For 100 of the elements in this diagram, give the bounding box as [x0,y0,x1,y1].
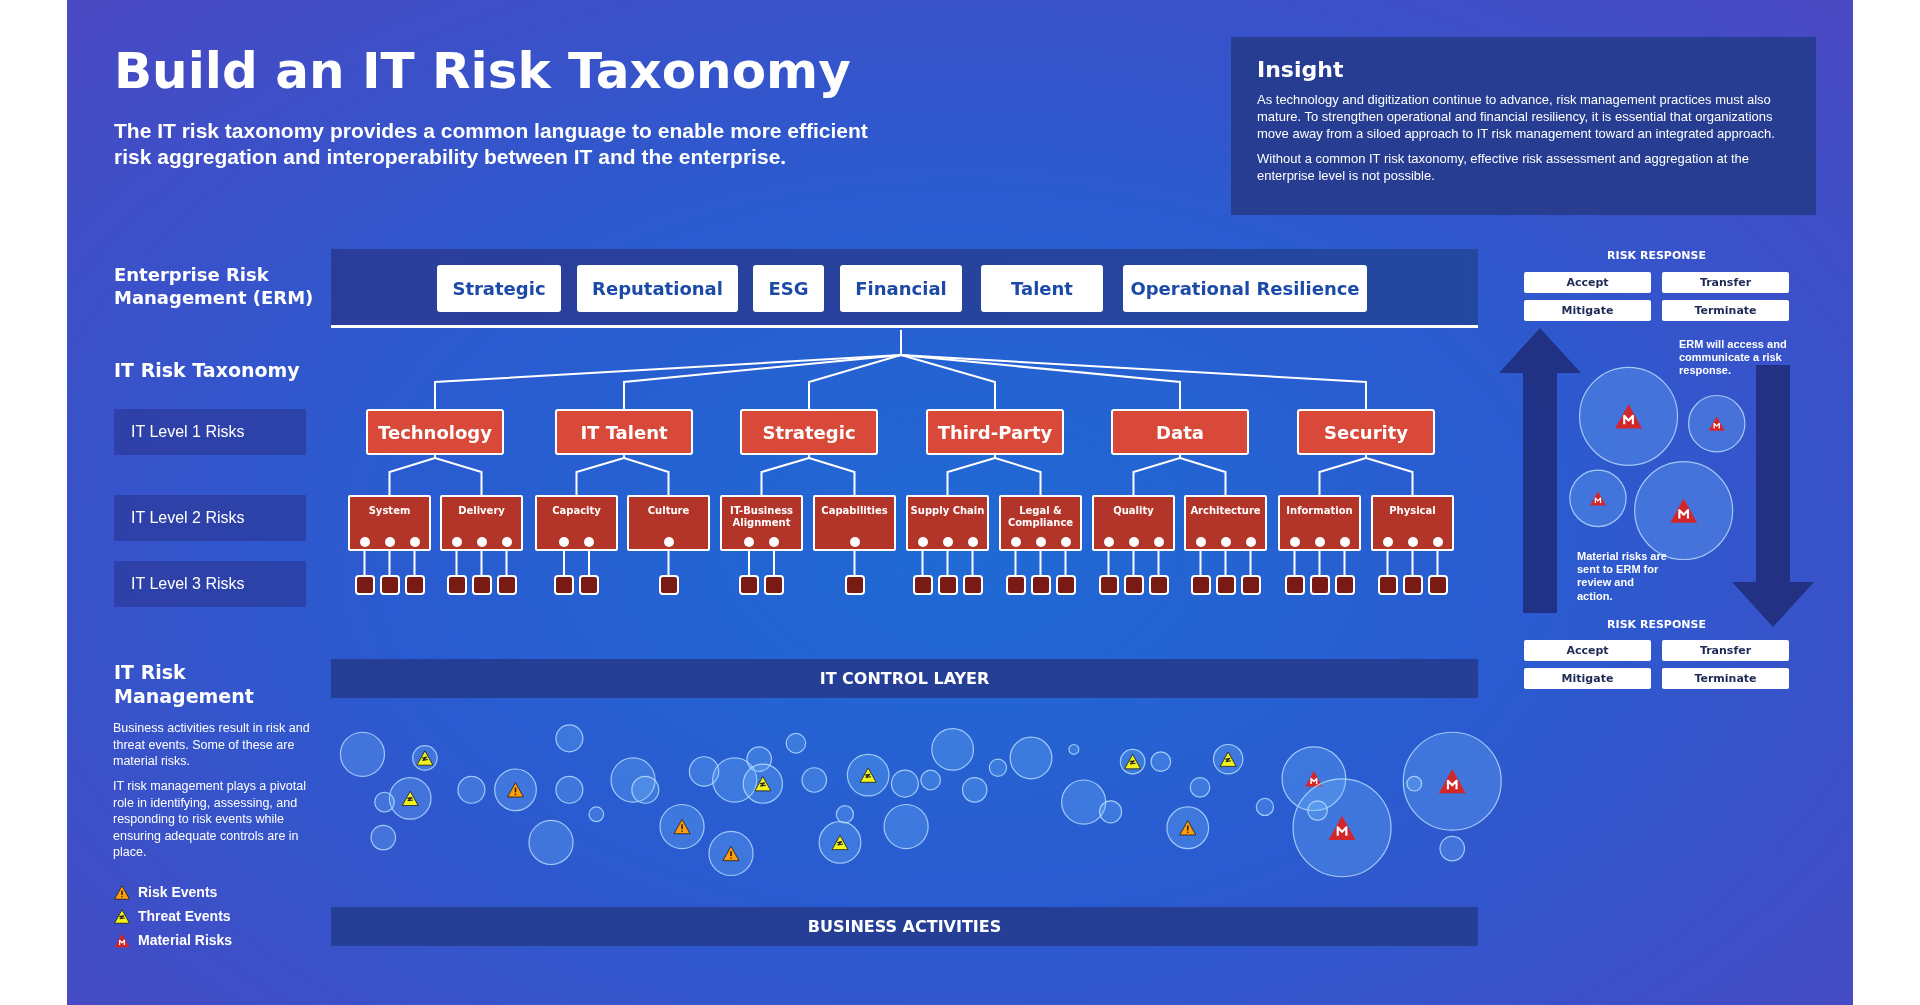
connector-line [1411,550,1414,576]
response-box [1662,300,1789,321]
level-3-square [554,575,574,595]
connector-line [1365,454,1414,496]
connector-line [455,550,458,576]
connector-line [760,454,810,496]
response-box [1662,640,1789,661]
connector-line [1343,550,1346,576]
level-1-box [926,409,1064,455]
connector-line [1179,454,1227,496]
connector-line [853,550,856,576]
connector-line [505,550,508,576]
node-label: Mitigate [1561,304,1614,317]
connector-line [773,550,775,576]
node-label: Capacity [552,505,601,517]
paragraph: IT risk management plays a pivotal role in identifying, assessing, and responding to risk events while ensuring adequate controls are in place. [113,778,307,861]
connector-line [994,454,1042,496]
level-3-square [1377,575,1398,595]
response-box [1524,300,1651,321]
connector-line [623,454,670,496]
level-3-square [844,575,865,595]
section-label: IT Risk Taxonomy [114,359,300,381]
level-2-box [1184,495,1267,551]
connector-line [413,550,416,576]
category-box [981,265,1103,312]
node-label: BUSINESS ACTIVITIES [807,917,1002,936]
response-box [1524,668,1651,689]
node-label: Talent [1011,278,1073,299]
level-3-square [1427,575,1448,595]
level-3-square [937,575,958,595]
connector-line [1132,454,1181,496]
connector-line [563,550,565,576]
paragraph: Business activities result in risk and threat events. Some of these are material risks. [113,720,311,770]
level-3-square [1334,575,1355,595]
connector-line [588,550,590,576]
connector-line [1014,550,1017,576]
connector-line [1249,550,1252,576]
connector-line [667,550,670,576]
row-label: IT Level 3 Risks [114,561,306,607]
connector-line [1064,550,1067,576]
connector-line [946,454,996,496]
node-label: Capabilities [821,505,888,517]
level-3-square [496,575,517,595]
connector-line [921,550,924,576]
node-label: Transfer [1699,644,1752,657]
node-label: Culture [647,505,690,517]
panel-heading: Insight [1257,57,1344,82]
level-3-square [739,575,759,595]
level-2-box [1092,495,1175,551]
connector-line [1318,550,1321,576]
level-3-square [1123,575,1144,595]
connector-line [946,550,949,576]
node-label: ESG [768,278,809,299]
level-3-square [658,575,679,595]
node-label: Data [1156,421,1204,443]
node-label: Operational Resilience [1130,278,1360,299]
connector-line [363,550,366,576]
level-3-square [471,575,492,595]
node-label: Information [1286,505,1353,517]
note-text: Material risks are sent to ERM for review and action. [1577,550,1668,603]
connector-line [388,454,436,496]
level-2-box [1371,495,1454,551]
panel-paragraph: Without a common IT risk taxonomy, effective risk assessment and aggregation at the enterprise level is not possible. [1257,150,1751,185]
level-3-square [446,575,467,595]
level-3-square [1098,575,1119,595]
level-3-square [1148,575,1169,595]
panel-heading: RISK RESPONSE [1606,249,1707,262]
connector-line [1224,550,1227,576]
node-label: System [368,505,411,517]
level-2-box [1278,495,1361,551]
category-box [577,265,738,312]
node-label: Reputational [592,278,723,299]
insight-panel [1231,37,1816,215]
connector-line [1039,550,1042,576]
connector-line [575,454,625,496]
legend-label: Material Risks [138,932,233,948]
level-3-square [1005,575,1026,595]
node-label: Security [1323,421,1408,443]
panel-heading: RISK RESPONSE [1606,618,1707,631]
level-3-square [579,575,599,595]
legend-label: Threat Events [138,908,231,924]
connector-line [1386,550,1389,576]
node-label: Terminate [1694,304,1757,317]
level-2-box [348,495,431,551]
node-label: Mitigate [1561,672,1614,685]
level-3-square [912,575,933,595]
node-label: Strategic [762,421,856,443]
level-2-box [999,495,1082,551]
level-2-box [720,495,803,551]
node-label: Financial [855,278,947,299]
level-2-box [813,495,896,551]
connector-line [808,454,856,496]
level-3-square [764,575,784,595]
response-box [1662,668,1789,689]
node-label: Terminate [1694,672,1757,685]
level-3-square [379,575,400,595]
level-3-square [1190,575,1211,595]
level-2-box [535,495,618,551]
section-label: Enterprise Risk Management (ERM) [114,264,315,309]
level-3-square [1284,575,1305,595]
